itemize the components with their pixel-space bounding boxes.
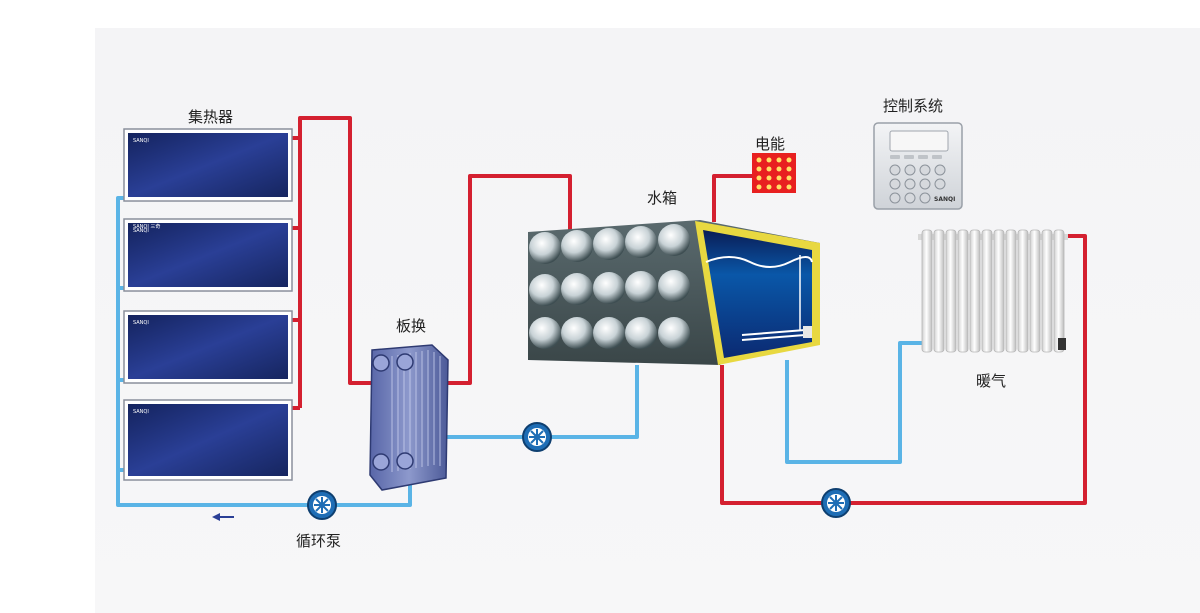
- collector-brand: SANQI 三奇: [133, 224, 161, 230]
- pump-icon: [522, 422, 552, 452]
- cold-pipes: [116, 196, 922, 507]
- electric-label: 电能: [755, 135, 786, 153]
- electric-heater-icon: [752, 153, 796, 193]
- collector-panel: SANQI: [123, 218, 293, 292]
- collector-panel: SANQI: [123, 310, 293, 384]
- plate-heat-exchanger: [369, 344, 449, 491]
- collector-supply-pipe: [291, 116, 380, 385]
- electric-heater-pipe: [712, 174, 752, 222]
- control-system-label: 控制系统: [883, 97, 944, 115]
- collector-label: 集热器: [188, 108, 234, 126]
- solar-collectors: SANQI SANQI SANQI SANQI: [123, 128, 293, 481]
- water-tank: [528, 220, 820, 365]
- arrow-left-icon: [212, 513, 234, 521]
- svg-text:SANQI: SANQI: [133, 320, 149, 326]
- heating-label: 暖气: [976, 372, 1007, 390]
- pump-icon: [821, 488, 851, 518]
- exchanger-to-tank-pipe: [445, 365, 639, 439]
- collector-panel: SANQI: [123, 399, 293, 481]
- collector-panel: SANQI: [123, 128, 293, 202]
- water-tank-label: 水箱: [647, 189, 678, 207]
- circulation-pump-label: 循环泵: [296, 532, 342, 550]
- heat-exchanger-label: 板换: [396, 317, 427, 335]
- svg-text:SANQI: SANQI: [133, 228, 149, 234]
- tank-to-radiator-pipe: [785, 341, 922, 464]
- tank-panel-grid: [529, 224, 690, 349]
- radiator-icon: [918, 229, 1068, 353]
- radiator-loop-pipe: [720, 234, 1087, 505]
- controller-brand: SANQI: [934, 196, 955, 203]
- controller-icon: SANQI: [873, 122, 963, 210]
- svg-text:SANQI: SANQI: [133, 138, 149, 144]
- collector-return-pipe: [116, 196, 412, 507]
- pump-icon: [307, 490, 337, 520]
- svg-text:SANQI: SANQI: [133, 409, 149, 415]
- exchanger-to-tank-hot-pipe: [445, 174, 572, 385]
